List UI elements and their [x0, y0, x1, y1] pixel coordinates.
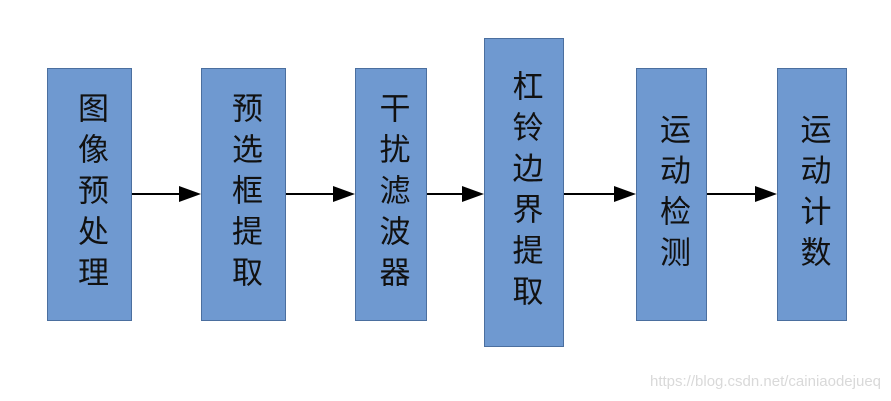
step-label: 运动计数	[794, 112, 831, 277]
arrow-line	[132, 193, 179, 195]
step-label: 运动检测	[654, 112, 690, 277]
arrow-line	[286, 193, 333, 195]
step-barbell-boundary-box: 杠铃边界提取	[484, 38, 564, 347]
arrow-head-icon	[614, 186, 636, 202]
watermark-text: https://blog.csdn.net/cainiaodejueq	[650, 373, 881, 390]
arrow-head-icon	[179, 186, 201, 202]
arrow-line	[707, 193, 755, 195]
arrow-head-icon	[755, 186, 777, 202]
step-label: 杠铃边界提取	[506, 69, 543, 316]
step-motion-detection-box: 运动检测	[636, 68, 707, 321]
step-label: 干扰滤波器	[373, 92, 410, 297]
step-interference-filter-box: 干扰滤波器	[355, 68, 427, 321]
arrow-line	[564, 193, 614, 195]
step-label: 图像预处理	[72, 92, 108, 297]
step-label: 预选框提取	[226, 92, 262, 297]
arrow-head-icon	[462, 186, 484, 202]
arrow-head-icon	[333, 186, 355, 202]
arrow-line	[427, 193, 462, 195]
step-image-preprocessing-box: 图像预处理	[47, 68, 132, 321]
step-candidate-box-extraction: 预选框提取	[201, 68, 286, 321]
step-motion-count-box: 运动计数	[777, 68, 847, 321]
